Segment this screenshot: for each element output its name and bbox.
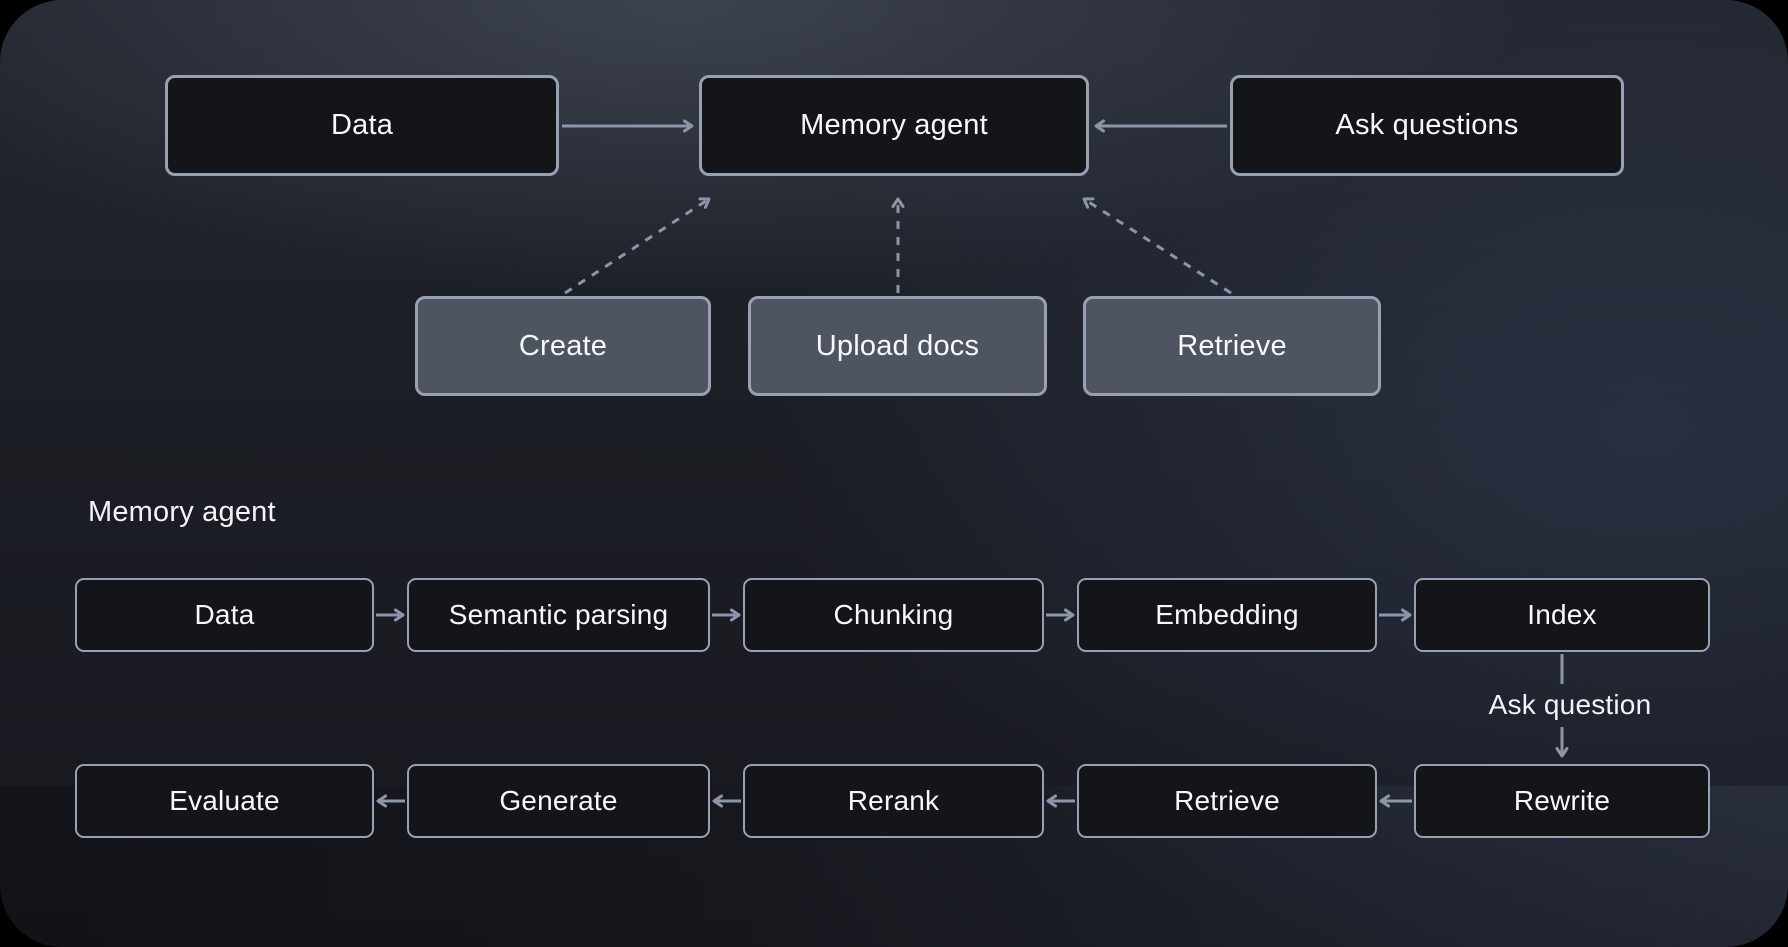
node-retrieve-action: Retrieve (1083, 296, 1381, 396)
edge-retrieve-to-memory-agent (1082, 197, 1232, 295)
node-chunking: Chunking (743, 578, 1044, 652)
node-retrieve: Retrieve (1077, 764, 1377, 838)
node-create-label: Create (518, 329, 608, 362)
edge-create-to-memory-agent (564, 197, 711, 295)
node-generate: Generate (407, 764, 710, 838)
node-pipeline-data-label: Data (194, 599, 255, 630)
node-rewrite-label: Rewrite (1513, 785, 1611, 816)
node-embedding: Embedding (1077, 578, 1377, 652)
node-rewrite: Rewrite (1414, 764, 1710, 838)
node-semantic-parsing-label: Semantic parsing (448, 599, 669, 630)
node-data-label: Data (330, 109, 394, 141)
node-generate-label: Generate (499, 785, 618, 816)
node-retrieve-label: Retrieve (1174, 785, 1280, 816)
node-embedding-label: Embedding (1155, 599, 1299, 630)
node-ask-questions: Ask questions (1230, 75, 1624, 176)
node-index: Index (1414, 578, 1710, 652)
node-semantic-parsing: Semantic parsing (407, 578, 710, 652)
node-ask-questions-label: Ask questions (1335, 109, 1519, 141)
node-data: Data (165, 75, 559, 176)
node-evaluate-label: Evaluate (169, 785, 280, 816)
node-memory-agent: Memory agent (699, 75, 1089, 176)
pipeline-section-label: Memory agent (88, 496, 276, 528)
node-memory-agent-label: Memory agent (800, 109, 988, 141)
node-index-label: Index (1527, 599, 1597, 630)
node-retrieve-action-label: Retrieve (1177, 329, 1287, 362)
node-upload-docs: Upload docs (748, 296, 1047, 396)
node-upload-docs-label: Upload docs (815, 329, 980, 362)
node-create: Create (415, 296, 711, 396)
node-rerank-label: Rerank (847, 785, 940, 816)
ask-question-label: Ask question (1488, 689, 1652, 720)
node-evaluate: Evaluate (75, 764, 374, 838)
node-pipeline-data: Data (75, 578, 374, 652)
node-rerank: Rerank (743, 764, 1044, 838)
node-chunking-label: Chunking (833, 599, 954, 630)
